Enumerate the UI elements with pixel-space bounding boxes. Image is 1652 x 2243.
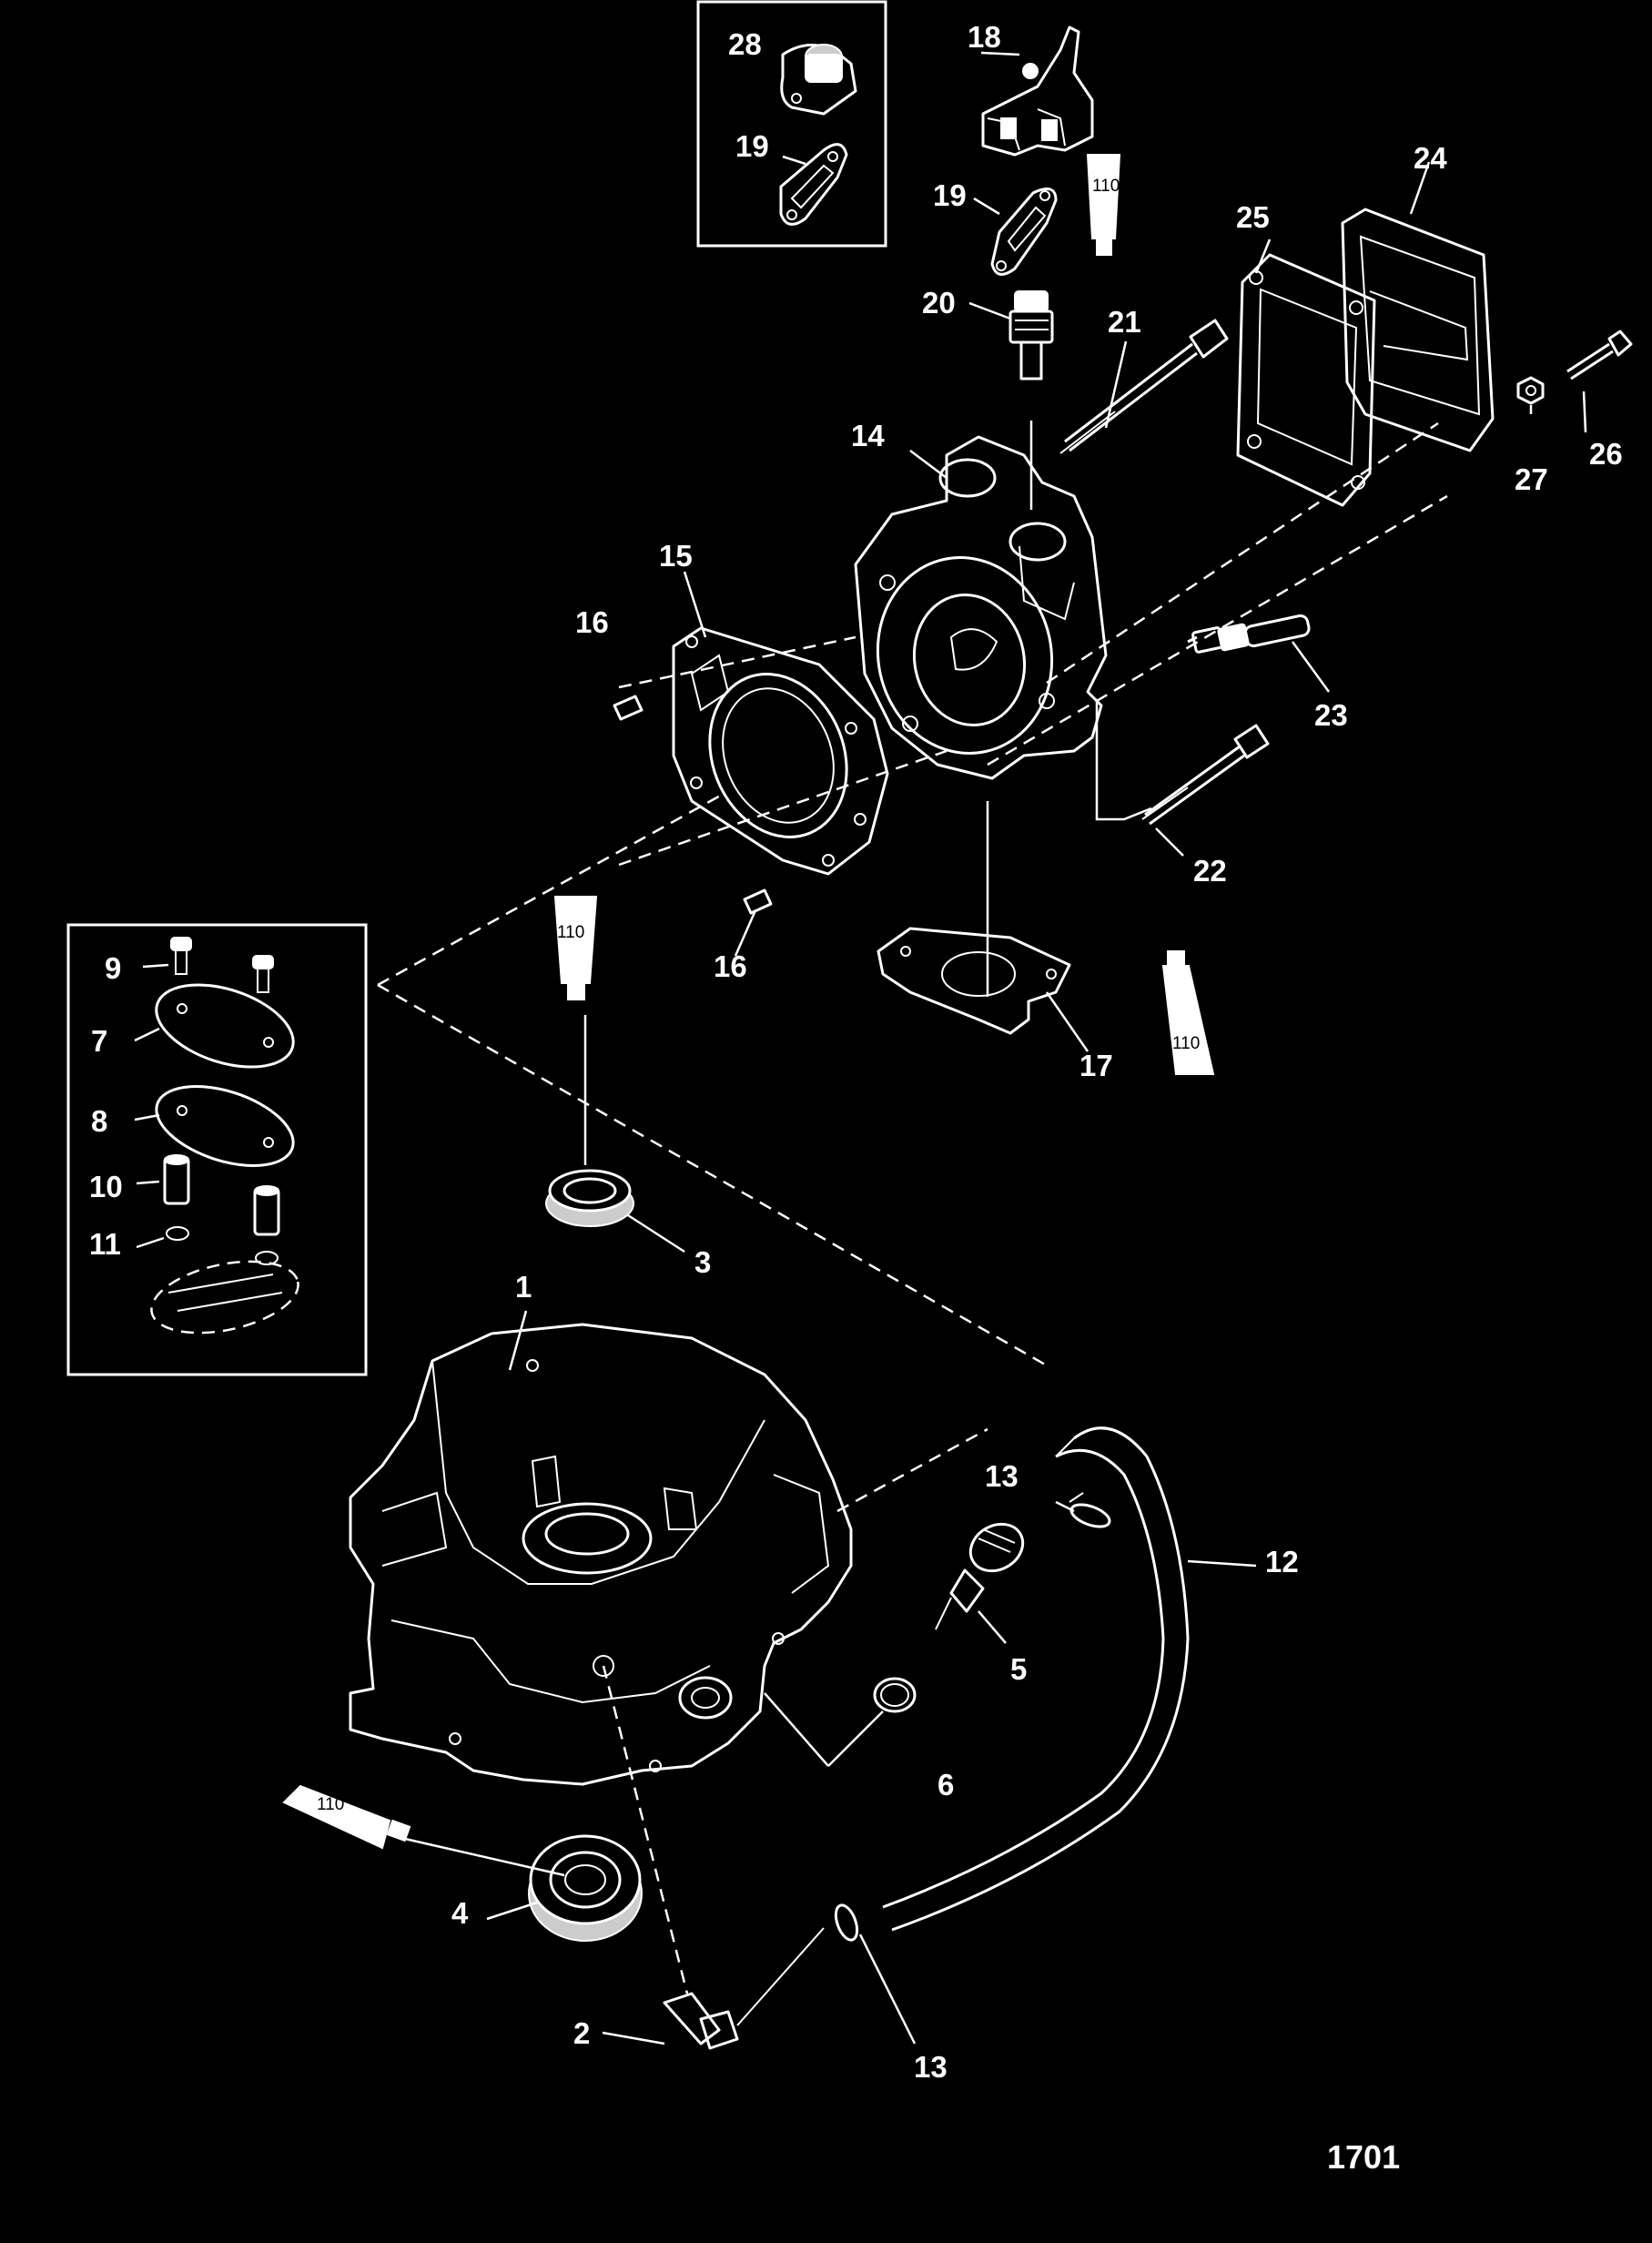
part-8-gasket — [155, 1085, 295, 1167]
part-18-thermostat-housing — [981, 25, 1094, 157]
part-9-screws — [170, 937, 274, 993]
sealant-tube-110-mid: 110 — [553, 896, 598, 1000]
leader-6 — [764, 1692, 884, 1767]
callout-10: 10 — [89, 1170, 123, 1203]
svg-text:110: 110 — [317, 1795, 344, 1814]
callout-4: 4 — [451, 1896, 469, 1930]
callout-18: 18 — [968, 20, 1001, 54]
part-13-clamp-upper — [1069, 1503, 1111, 1528]
part-21-bolt — [1059, 319, 1229, 454]
callout-13-lower: 13 — [914, 2050, 948, 2084]
callout-17: 17 — [1079, 1049, 1113, 1082]
callout-19-inset: 19 — [735, 129, 769, 163]
callout-8: 8 — [91, 1104, 107, 1138]
figure-number: 1701 — [1327, 2138, 1400, 2176]
part-24-cover — [1341, 208, 1495, 452]
sealant-tube-110-bottom: 110 — [282, 1784, 411, 1850]
callout-21: 21 — [1108, 305, 1141, 339]
inset-box-top — [696, 0, 887, 248]
part-6-o-ring — [873, 1677, 917, 1713]
callout-13-upper: 13 — [985, 1459, 1019, 1493]
callout-7: 7 — [91, 1024, 107, 1058]
svg-text:110: 110 — [557, 923, 584, 942]
part-14-cylinder-block — [854, 435, 1108, 780]
part-1-crankcase — [349, 1323, 853, 1786]
part-5-plug — [935, 1522, 1025, 1630]
svg-text:110: 110 — [1092, 177, 1120, 196]
part-15-head-gasket — [672, 626, 889, 876]
callout-19: 19 — [933, 178, 967, 212]
callout-22: 22 — [1193, 854, 1227, 888]
part-22-bolt — [1141, 724, 1270, 826]
part-2-fitting — [602, 1665, 825, 2050]
part-23-spark-plug — [1187, 614, 1311, 654]
inset-mounting-pad — [150, 1260, 299, 1335]
part-19-gasket-inset — [779, 143, 848, 226]
part-26-bolt — [1566, 330, 1633, 381]
part-19-gasket — [990, 188, 1058, 276]
callout-14: 14 — [851, 419, 885, 452]
callout-1: 1 — [515, 1270, 532, 1304]
callout-25: 25 — [1236, 200, 1270, 234]
callout-2: 2 — [573, 2016, 590, 2050]
callout-16-lower: 16 — [714, 949, 747, 983]
callout-labels: 1 2 3 4 5 6 7 8 9 10 11 12 13 13 14 15 1… — [89, 20, 1623, 2176]
svg-text:110: 110 — [1172, 1034, 1200, 1053]
callout-5: 5 — [1010, 1652, 1027, 1686]
callout-27: 27 — [1515, 462, 1548, 496]
leader-tube4 — [404, 1837, 565, 1877]
sealant-tube-110-right: 110 — [1161, 950, 1215, 1075]
callout-3: 3 — [694, 1245, 711, 1279]
callout-26: 26 — [1589, 437, 1623, 471]
part-3-seal — [545, 1169, 634, 1227]
sealant-tube-110-top: 110 — [1086, 154, 1121, 256]
inset-box-left — [66, 923, 368, 1376]
callout-6: 6 — [937, 1768, 954, 1802]
part-4-bearing — [528, 1834, 643, 1942]
callout-15: 15 — [659, 539, 693, 573]
callout-28: 28 — [728, 27, 762, 61]
callout-11: 11 — [89, 1227, 121, 1261]
part-17-gasket — [877, 927, 1071, 1035]
assembly-lines — [377, 421, 1448, 1513]
callout-16-upper: 16 — [575, 605, 609, 639]
callout-leaders — [134, 51, 1587, 2045]
part-13-clamp-lower — [834, 1903, 859, 1942]
part-27-washer — [1516, 376, 1545, 405]
callout-12: 12 — [1265, 1545, 1299, 1578]
part-12-hose — [882, 1426, 1190, 1932]
part-11-washers — [166, 1226, 279, 1265]
part-25-gasket — [1236, 253, 1376, 507]
part-16-dowel-pins — [613, 695, 773, 915]
part-7-cover-plate — [155, 983, 295, 1069]
part-28-cover — [780, 44, 857, 116]
callout-23: 23 — [1314, 698, 1348, 732]
callout-24: 24 — [1414, 141, 1447, 175]
part-10-sleeves — [163, 1154, 280, 1236]
part-20-thermostat — [1008, 290, 1054, 381]
callout-20: 20 — [922, 286, 956, 320]
callout-9: 9 — [105, 951, 121, 985]
